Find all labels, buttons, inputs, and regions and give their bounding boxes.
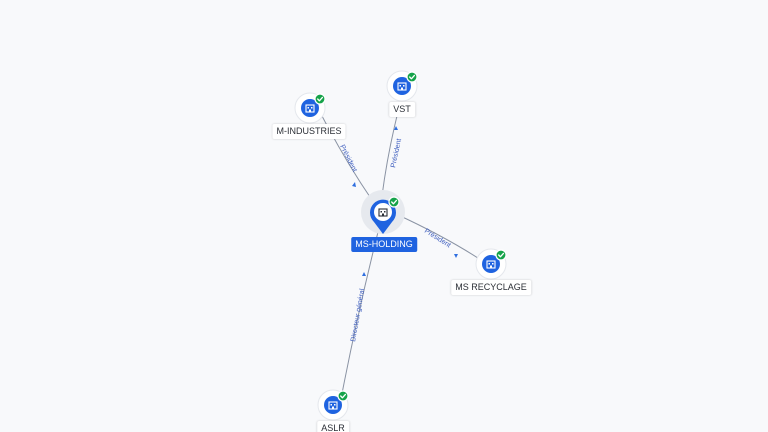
verified-badge-icon [495, 249, 507, 261]
pin-inner-circle [374, 203, 392, 221]
node-label-ms-recyclage[interactable]: MS RECYCLAGE [451, 280, 531, 295]
edge-line [395, 213, 485, 263]
verified-badge-icon [314, 93, 326, 105]
node-m-industries[interactable] [294, 92, 326, 124]
edge-main-vst[interactable]: Président [381, 103, 403, 197]
edge-main-aslr[interactable]: Directeur général [339, 231, 379, 405]
node-label-m-industries[interactable]: M-INDUSTRIES [272, 124, 346, 139]
building-icon [305, 104, 315, 113]
edge-label-m-industries: Président [338, 144, 358, 174]
arrow-icon [352, 182, 356, 187]
edge-line [339, 231, 379, 405]
node-label-vst[interactable]: VST [389, 102, 415, 117]
verified-badge-icon [388, 196, 400, 208]
arrow-icon [362, 272, 366, 276]
node-ms-holding[interactable] [361, 190, 405, 234]
edge-label-aslr: Directeur général [350, 288, 366, 343]
building-icon [328, 401, 338, 410]
node-label-ms-holding[interactable]: MS-HOLDING [351, 237, 417, 252]
building-icon [397, 82, 407, 91]
verified-badge-icon [337, 390, 349, 402]
arrow-icon [454, 254, 458, 258]
node-vst[interactable] [386, 70, 418, 102]
edge-label-ms-recyclage: Président [423, 228, 452, 250]
building-icon [378, 208, 388, 217]
node-label-aslr[interactable]: ASLR [317, 421, 349, 432]
arrow-icon [394, 126, 398, 130]
node-aslr[interactable] [317, 389, 349, 421]
building-icon [486, 260, 496, 269]
verified-badge-icon [406, 71, 418, 83]
node-ms-recyclage[interactable] [475, 248, 507, 280]
edge-label-vst: Président [390, 138, 403, 168]
